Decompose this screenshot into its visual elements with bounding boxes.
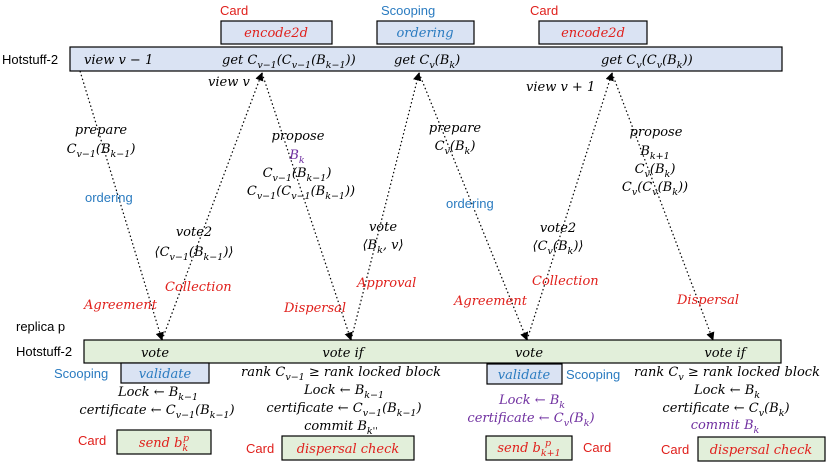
ordering-label-top: ordering	[396, 26, 453, 41]
send-box-1	[116, 429, 212, 455]
card-label-b4: Card	[661, 442, 689, 457]
cert-line-3: certificate ← Cv(Bk)	[467, 411, 594, 429]
vote2-value-1: ⟨Cv−1(Bk−1)⟩	[155, 245, 234, 263]
scooping-label-top: Scooping	[381, 3, 435, 18]
approval-label: Approval	[356, 276, 416, 291]
dispersal-label-2: Dispersal	[676, 293, 739, 308]
vote-value-1: ⟨Bk, v⟩	[362, 238, 403, 256]
propose-block-2: Bk+1	[639, 144, 669, 162]
dispersal-check-label-1: dispersal check	[297, 442, 400, 457]
lock-line-2: Lock ← Bk−1	[303, 383, 384, 401]
lock-line-3: Lock ← Bk	[498, 393, 565, 411]
top-timeline-bar	[69, 46, 783, 72]
get-label-3: get Cv(Cv(Bk))	[601, 53, 693, 71]
arrow-prepare-1	[79, 70, 164, 341]
propose-label-1: propose	[272, 129, 325, 144]
arrow-vote2-1	[161, 72, 264, 341]
vote2-label-2: vote2	[540, 221, 576, 236]
cert-line-2: certificate ← Cv−1(Bk−1)	[266, 401, 421, 419]
arrow-prepare-2	[418, 72, 529, 341]
propose-cert-1a: Cv−1(Bk−1)	[263, 166, 332, 184]
vote-label-1: vote	[369, 220, 397, 235]
get-label-1: get Cv−1(Cv−1(Bk−1))	[222, 53, 356, 71]
send-label-2: send bk+1p	[497, 438, 560, 459]
replica-label: replica p	[16, 319, 65, 334]
encode2d-label-2: encode2d	[561, 26, 625, 41]
propose-cert-1b: Cv−1(Cv−1(Bk−1))	[247, 184, 355, 202]
agreement-label-2: Agreement	[453, 294, 528, 309]
vote2-value-2: ⟨Cv(Bk)⟩	[533, 239, 584, 257]
prepare-label-1: prepare	[75, 123, 128, 138]
view-prev-label: view v − 1	[84, 53, 153, 68]
vote2-label-1: vote2	[176, 225, 212, 240]
hotstuff2-label-bottom: Hotstuff-2	[16, 344, 72, 359]
prepare-value-1: Cv−1(Bk−1)	[67, 142, 136, 160]
collection-label-1: Collection	[165, 280, 232, 295]
ordering-label-1: ordering	[85, 190, 133, 205]
send-label-1: send bkp	[139, 433, 189, 454]
commit-line-2: commit Bk	[691, 418, 760, 436]
card-label-b3: Card	[583, 440, 611, 455]
propose-cert-2b: Cv(Cv(Bk))	[622, 180, 688, 198]
scooping-label-b1: Scooping	[54, 366, 108, 381]
propose-block-1: Bk	[288, 148, 305, 166]
validate-box-2	[486, 363, 563, 385]
dispersal-label-1: Dispersal	[283, 301, 346, 316]
card-label-2: Card	[530, 3, 558, 18]
arrow-vote-1	[350, 72, 422, 341]
ordering-label-2: ordering	[446, 196, 494, 211]
send-box-2	[485, 435, 573, 461]
commit-line-1: commit Bk''	[304, 419, 378, 437]
card-label-b2: Card	[246, 441, 274, 456]
encode2d-box-2	[538, 20, 648, 45]
scooping-label-b2: Scooping	[566, 367, 620, 382]
card-label-b1: Card	[78, 433, 106, 448]
lock-line-1: Lock ← Bk−1	[117, 385, 198, 403]
view-next-label: view v + 1	[526, 80, 595, 95]
hotstuff2-label-top: Hotstuff-2	[2, 52, 58, 67]
ordering-box-top	[376, 20, 475, 45]
prepare-value-2: Cv(Bk)	[435, 139, 476, 157]
bottom-timeline-bar	[83, 339, 782, 364]
voteif-step-1: vote if	[322, 346, 365, 361]
vote-step-1: vote	[141, 346, 169, 361]
dispersal-check-box-1	[281, 435, 415, 461]
vote-step-2: vote	[515, 346, 543, 361]
validate-label-1: validate	[139, 367, 192, 382]
propose-label-2: propose	[630, 125, 683, 140]
voteif-step-2: vote if	[704, 346, 747, 361]
prepare-label-2: prepare	[429, 121, 482, 136]
cert-line-1: certificate ← Cv−1(Bk−1)	[79, 403, 234, 421]
propose-cert-2a: Cv(Bk)	[635, 162, 676, 180]
dispersal-check-label-2: dispersal check	[710, 443, 813, 458]
arrow-propose-1	[261, 72, 353, 341]
collection-label-2: Collection	[532, 274, 599, 289]
rank-line-1: rank Cv−1 ≥ rank locked block	[241, 365, 441, 383]
lock-line-4: Lock ← Bk	[693, 383, 760, 401]
encode2d-box-1	[220, 20, 333, 45]
validate-label-2: validate	[498, 368, 551, 383]
cert-line-4: certificate ← Cv(Bk)	[662, 401, 789, 419]
encode2d-label-1: encode2d	[244, 26, 308, 41]
arrow-vote2-2	[526, 72, 614, 341]
dispersal-check-box-2	[697, 436, 826, 462]
validate-box-1	[120, 362, 210, 384]
agreement-label-1: Agreement	[83, 298, 158, 313]
view-v-label: view v	[208, 75, 250, 90]
card-label-1: Card	[220, 3, 248, 18]
rank-line-2: rank Cv ≥ rank locked block	[634, 365, 820, 383]
get-label-2: get Cv(Bk)	[394, 53, 460, 71]
